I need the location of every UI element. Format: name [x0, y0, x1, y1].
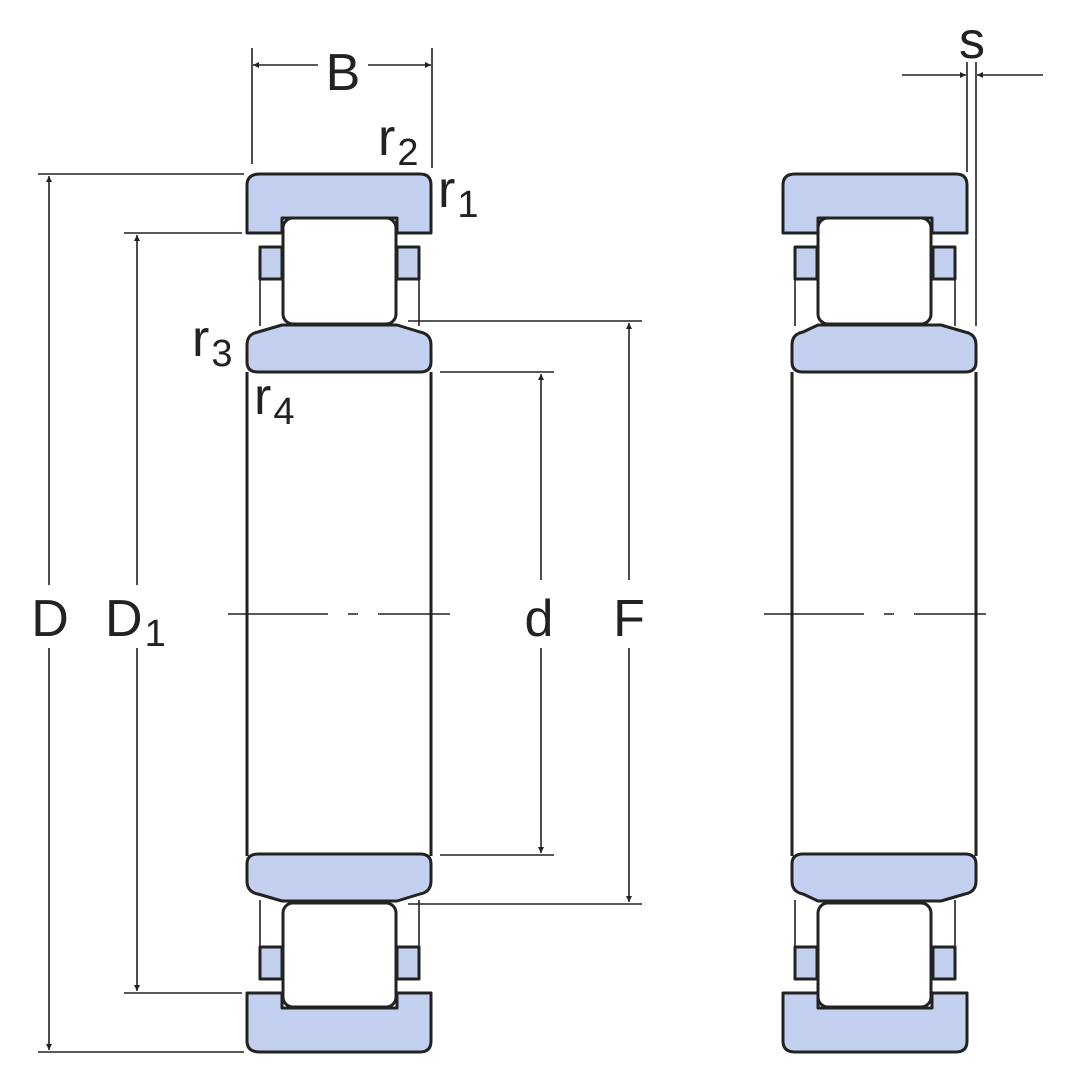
outer-ring-bottom: [781, 991, 969, 1054]
label-r2-sub: 2: [397, 132, 418, 174]
bearing-section-right: [764, 172, 986, 1054]
label-f: F: [613, 590, 645, 648]
roller-bottom: [816, 901, 933, 1009]
outer-ring-top: [245, 172, 433, 235]
label-d1: D1: [105, 590, 166, 655]
cage-right-top: [395, 245, 421, 281]
cage-right-top: [931, 245, 957, 281]
cage-right-bottom: [931, 945, 957, 981]
label-r1: r1: [438, 161, 478, 226]
label-r2-main: r: [378, 109, 395, 167]
roller-bottom: [281, 901, 398, 1009]
bottom-half-section: [245, 852, 433, 1054]
inner-ring-bottom: [790, 852, 978, 903]
inner-ring-top: [245, 323, 433, 374]
label-r4-main: r: [254, 368, 271, 426]
label-r2: r2: [378, 109, 418, 174]
label-r4: r4: [254, 368, 294, 433]
outer-ring-top: [781, 172, 969, 235]
label-r3-main: r: [192, 310, 209, 368]
inner-ring-bottom: [245, 852, 433, 903]
bearing-section-left: [228, 172, 450, 1054]
roller-top: [816, 216, 933, 326]
label-d-outer: D: [31, 590, 69, 648]
cage-left-top: [258, 245, 284, 281]
bottom-half-section: [781, 852, 978, 1054]
label-r3: r3: [192, 310, 232, 375]
top-half-section: [781, 172, 978, 374]
label-r1-sub: 1: [457, 184, 478, 226]
dimension-labels: B D D1 d F s r2 r1 r3 r4: [31, 12, 985, 655]
label-bore-d: d: [525, 590, 554, 648]
dimension-lines: [38, 48, 1043, 1053]
roller-top: [281, 216, 398, 326]
label-r1-main: r: [438, 161, 455, 219]
label-r4-sub: 4: [273, 391, 294, 433]
label-r3-sub: 3: [211, 333, 232, 375]
top-half-section: [245, 172, 433, 374]
cage-right-bottom: [395, 945, 421, 981]
label-d1-sub: 1: [145, 613, 166, 655]
cage-left-bottom: [258, 945, 284, 981]
cage-left-bottom: [793, 945, 819, 981]
label-d1-main: D: [105, 590, 143, 648]
label-s: s: [959, 12, 985, 70]
label-b: B: [326, 44, 361, 102]
cage-left-top: [793, 245, 819, 281]
outer-ring-bottom: [245, 991, 433, 1054]
inner-ring-top: [790, 323, 978, 374]
